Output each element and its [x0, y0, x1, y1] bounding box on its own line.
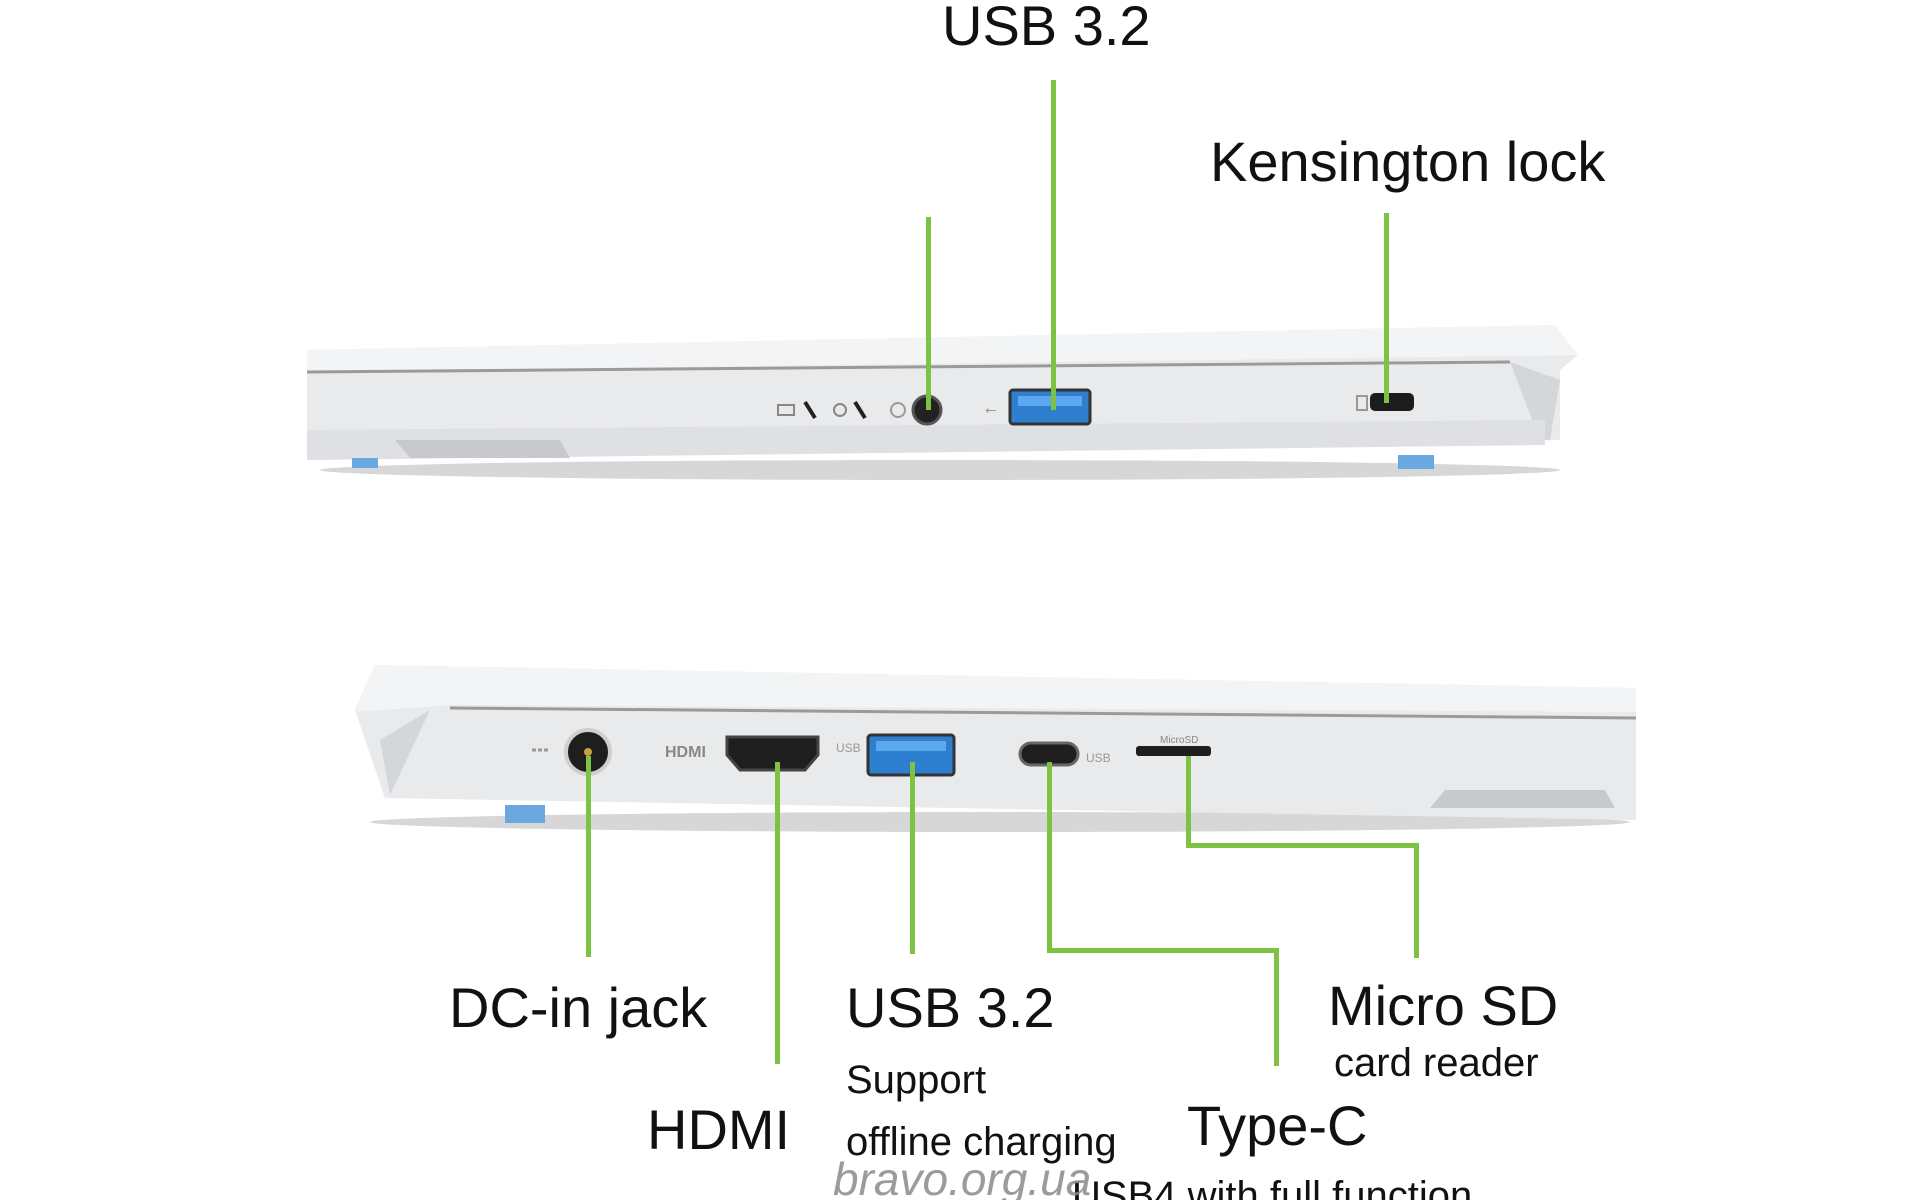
hdmi-mark: HDMI [665, 744, 706, 761]
callout-line-kensington [1384, 213, 1389, 403]
svg-text:⭠: ⭠ [985, 401, 996, 417]
rubber-foot [1398, 455, 1434, 469]
label-kensington-lock: Kensington lock [1210, 130, 1606, 193]
usb-a-port-top [1008, 388, 1092, 426]
vent-grille [1430, 790, 1615, 808]
laptop-left-side: HDMI USB USB MicroSD [355, 665, 1637, 832]
rubber-foot [505, 805, 545, 823]
svg-text:USB: USB [1086, 751, 1111, 765]
vent-grille [395, 440, 570, 458]
rubber-foot [352, 458, 378, 468]
callout-line-microsd [1186, 756, 1191, 847]
callout-line-microsd-h [1186, 843, 1419, 848]
callout-line-usb-top [1051, 80, 1056, 410]
callout-line-microsd-v [1414, 843, 1419, 958]
callout-line-typec [1047, 762, 1052, 952]
label-usb-offline-charging: offline charging [846, 1120, 1117, 1164]
callout-line-usb-bottom [910, 762, 915, 954]
callout-line-headset [926, 217, 931, 410]
kensington-slot [1370, 393, 1414, 411]
label-usb4: USB4 with full function [1072, 1174, 1473, 1200]
label-hdmi: HDMI [647, 1098, 791, 1161]
status-led-icons [777, 400, 906, 420]
callout-line-dc [586, 756, 591, 957]
label-dc-in-jack: DC-in jack [449, 976, 708, 1039]
watermark: bravo.org.ua [833, 1153, 1092, 1200]
callout-line-hdmi [775, 762, 780, 1064]
hdmi-port [725, 735, 820, 772]
label-card-reader: card reader [1334, 1041, 1539, 1085]
usb-mark: USB [836, 741, 861, 755]
label-usb-support: Support [846, 1058, 987, 1102]
callout-line-typec-h [1047, 948, 1279, 953]
micro-sd-mark: MicroSD [1160, 735, 1198, 746]
label-usb-bottom: USB 3.2 [846, 976, 1055, 1039]
label-micro-sd: Micro SD [1328, 974, 1559, 1037]
label-type-c: Type-C [1187, 1094, 1368, 1157]
label-usb-top: USB 3.2 [942, 0, 1151, 57]
laptop-right-side: ⭠ [306, 325, 1578, 480]
callout-line-typec-v [1274, 948, 1279, 1066]
micro-sd-slot [1136, 746, 1211, 756]
